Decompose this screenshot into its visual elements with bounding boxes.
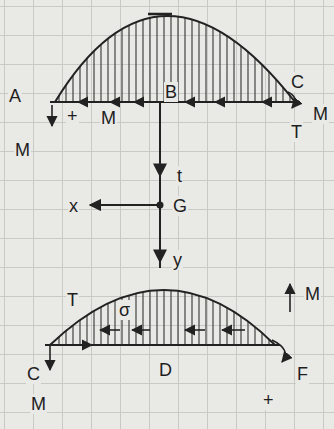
point-label: A bbox=[8, 86, 22, 106]
point-label: M bbox=[100, 108, 117, 128]
point-label: C bbox=[290, 72, 305, 92]
moment-curl bbox=[288, 92, 295, 108]
axis-arrow bbox=[159, 235, 161, 262]
point-label: σ bbox=[118, 300, 131, 320]
point-label: M bbox=[304, 284, 321, 304]
point-label: + bbox=[262, 390, 275, 410]
point-label: y bbox=[172, 250, 183, 270]
point-label: G bbox=[172, 196, 188, 216]
point-label: F bbox=[296, 364, 309, 384]
shear-arrows bbox=[72, 330, 245, 345]
stress-region bbox=[50, 290, 275, 345]
point-label: t bbox=[176, 166, 183, 186]
point-label: B bbox=[164, 82, 178, 102]
moment-arrow bbox=[49, 346, 51, 370]
axis-line bbox=[159, 102, 161, 268]
stress-region bbox=[55, 16, 295, 102]
point-label: + bbox=[66, 106, 79, 126]
point-label: M bbox=[30, 394, 47, 414]
moment-arrow bbox=[51, 105, 53, 126]
point-label: T bbox=[66, 290, 79, 310]
point-label: x bbox=[68, 196, 79, 216]
section-line bbox=[45, 344, 280, 346]
moment-curl bbox=[272, 340, 285, 362]
x-axis-arrow bbox=[90, 204, 160, 206]
point-label: M bbox=[14, 140, 31, 160]
point-label: M bbox=[312, 104, 329, 124]
axis-arrow bbox=[159, 150, 161, 176]
point-label: T bbox=[290, 122, 303, 142]
moment-arrow bbox=[289, 284, 291, 312]
point-label: C bbox=[26, 364, 41, 384]
shear-arrows bbox=[78, 101, 285, 103]
top-tick bbox=[148, 13, 172, 16]
point-label: D bbox=[158, 360, 173, 380]
